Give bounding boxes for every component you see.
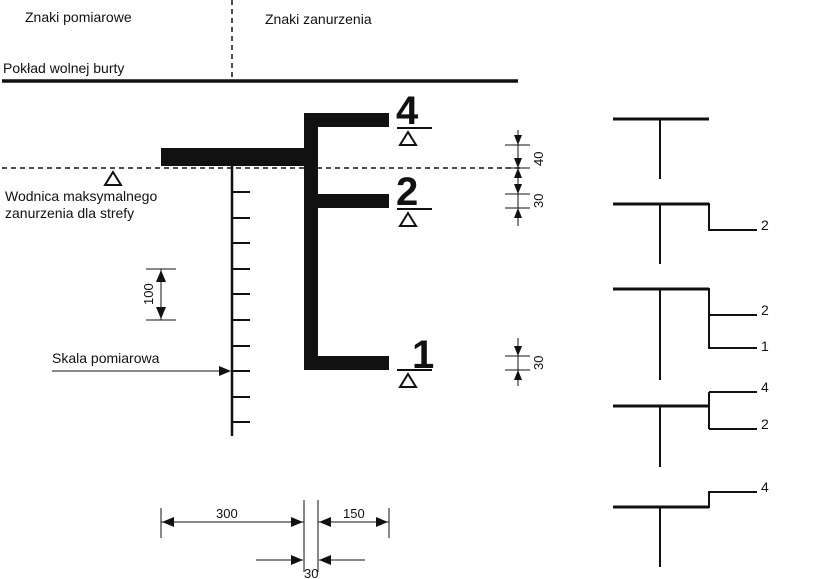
draft-mark-2-triangle-icon [398, 211, 418, 227]
variant-4-label-top: 4 [761, 379, 769, 395]
variant-5-label: 4 [761, 479, 769, 495]
dimension-300 [160, 508, 304, 538]
header-measuring-marks: Znaki pomiarowe [25, 9, 132, 25]
draft-mark-1-number: 1 [412, 333, 434, 377]
variant-3 [613, 287, 757, 380]
draft-mark-4-number: 4 [396, 89, 419, 133]
waterline-triangle-icon [103, 170, 123, 186]
dimension-300-label: 300 [216, 506, 238, 521]
dimension-40-label: 40 [531, 152, 546, 166]
waterline-label-line1: Wodnica maksymalnego [5, 188, 157, 204]
measuring-scale [230, 166, 250, 436]
dimension-30-bottom [256, 500, 365, 572]
scale-arrow-icon [219, 366, 231, 376]
draft-mark-frame [304, 113, 389, 370]
variant-4-label-bottom: 2 [761, 416, 769, 432]
dimension-150-label: 150 [343, 506, 365, 521]
variant-4 [613, 391, 757, 467]
variant-2-label: 2 [761, 217, 769, 233]
dimension-150 [318, 508, 390, 538]
dimension-30-upper-label: 30 [531, 194, 546, 208]
dimension-100 [146, 268, 176, 321]
draft-mark-4-triangle-icon [398, 130, 418, 146]
variant-5 [613, 491, 757, 567]
waterline-label-line2: zanurzenia dla strefy [5, 205, 134, 221]
dimension-30-bottom-label: 30 [304, 566, 318, 579]
deck-label: Pokład wolnej burty [3, 60, 124, 76]
scale-label: Skala pomiarowa [52, 350, 160, 366]
draft-mark-2-number: 2 [396, 170, 418, 214]
draft-mark-1-triangle-icon [398, 372, 418, 388]
header-draft-marks: Znaki zanurzenia [265, 11, 372, 27]
variant-3-label-top: 2 [761, 302, 769, 318]
variant-3-label-bottom: 1 [761, 338, 769, 354]
dimension-30-lower [505, 338, 530, 386]
variant-2 [613, 202, 757, 264]
dimension-30-lower-label: 30 [531, 356, 546, 370]
reference-bar [161, 148, 307, 166]
dimension-100-label: 100 [141, 283, 156, 305]
dimension-40-30 [505, 130, 530, 226]
variant-1 [613, 117, 709, 179]
